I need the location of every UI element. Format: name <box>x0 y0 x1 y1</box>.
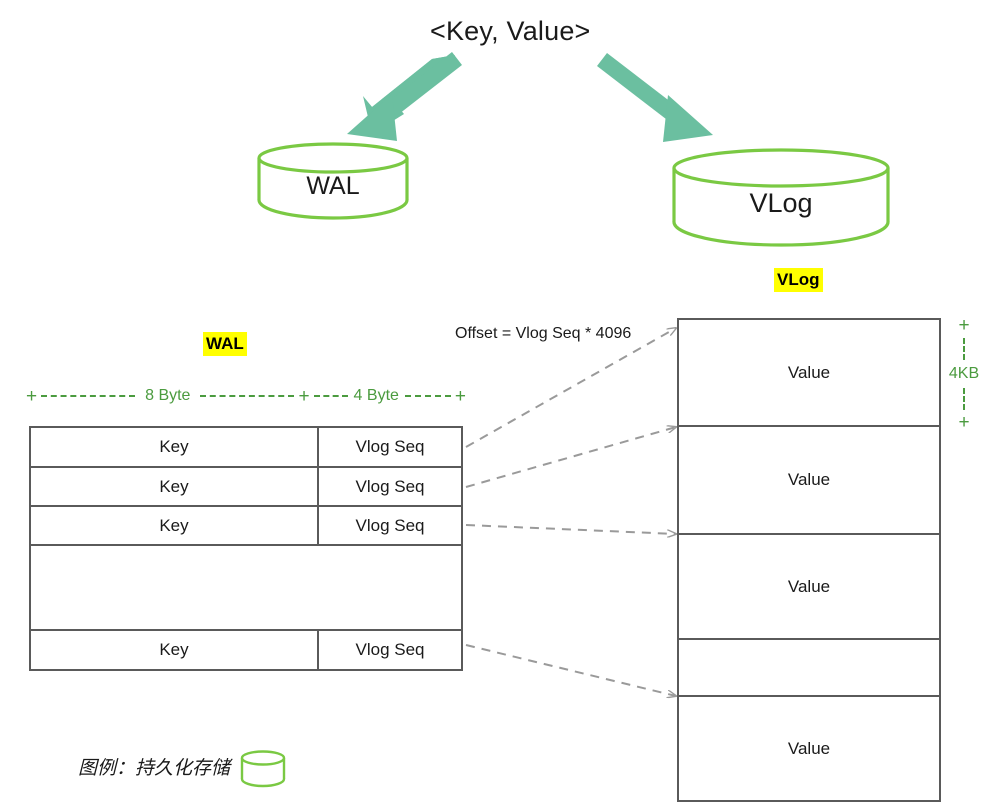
wal-tag: WAL <box>203 332 247 356</box>
vlog-block-size-dimension: + 4KB + <box>948 315 980 433</box>
table-row[interactable]: Value <box>679 320 939 427</box>
dim-tick-top: + <box>958 315 970 336</box>
wal-seq-cell: Vlog Seq <box>355 515 425 535</box>
dim-tick-mid: + <box>298 385 310 407</box>
vlog-cylinder-label: VLog <box>749 188 813 218</box>
dim-dash-left <box>41 395 136 397</box>
table-row[interactable]: Key Vlog Seq <box>31 507 461 546</box>
offset-formula-label: Offset = Vlog Seq * 4096 <box>455 325 632 342</box>
wal-key-cell: Key <box>31 507 319 544</box>
dim-dash-mid2 <box>313 395 348 397</box>
table-row[interactable]: Key Vlog Seq <box>31 631 461 669</box>
wal-table: Key Vlog Seq Key Vlog Seq Key Vlog Seq K… <box>29 426 463 671</box>
legend-label: 图例：持久化存储 <box>78 758 231 779</box>
vlog-value-cell: Value <box>787 470 831 489</box>
vlog-value-cell: Value <box>787 738 831 758</box>
wal-key-cell: Key <box>31 468 319 505</box>
dim-dash-mid <box>200 395 295 397</box>
dim-dash-right <box>404 395 451 397</box>
arrow-to-wal <box>347 52 462 141</box>
dim-tick-right: + <box>454 385 467 407</box>
table-row-ellipsis <box>679 640 939 697</box>
block-size-label: 4KB <box>948 365 980 382</box>
vlog-ellipsis-cell <box>679 640 939 695</box>
wal-cylinder: WAL <box>256 142 410 222</box>
vlog-value-cell: Value <box>787 362 831 382</box>
wal-seq-cell: Vlog Seq <box>355 437 425 456</box>
table-row-ellipsis <box>31 546 461 631</box>
wal-seq-cell: Vlog Seq <box>355 476 425 496</box>
wal-seq-cell: Vlog Seq <box>355 640 425 659</box>
legend-cylinder-icon <box>239 747 287 791</box>
table-row[interactable]: Value <box>679 535 939 640</box>
dim-tick-bottom: + <box>958 412 970 433</box>
dim-dash-lower <box>963 388 965 410</box>
arrow-to-vlog <box>597 53 713 142</box>
dim-tick-left: + <box>26 385 38 407</box>
wal-key-cell: Key <box>31 428 319 466</box>
table-row[interactable]: Key Vlog Seq <box>31 428 461 468</box>
table-row[interactable]: Key Vlog Seq <box>31 468 461 507</box>
wal-key-cell: Key <box>31 631 319 669</box>
table-row[interactable]: Value <box>679 697 939 800</box>
vlog-value-cell: Value <box>787 576 831 596</box>
dim-dash-upper <box>963 338 965 360</box>
vlog-cylinder: VLog <box>670 146 892 250</box>
table-row[interactable]: Value <box>679 427 939 535</box>
wal-cylinder-label: WAL <box>306 172 360 200</box>
vlog-tag: VLog <box>774 268 823 292</box>
seq-width-label: 4 Byte <box>353 387 399 404</box>
wal-width-dimension: + 8 Byte + 4 Byte + <box>26 386 466 406</box>
wal-to-vlog-connectors <box>465 328 676 696</box>
page-title: <Key, Value> <box>430 16 591 46</box>
key-width-label: 8 Byte <box>145 387 191 404</box>
vlog-table: Value Value Value Value <box>677 318 941 802</box>
wal-ellipsis-cell <box>31 546 461 629</box>
